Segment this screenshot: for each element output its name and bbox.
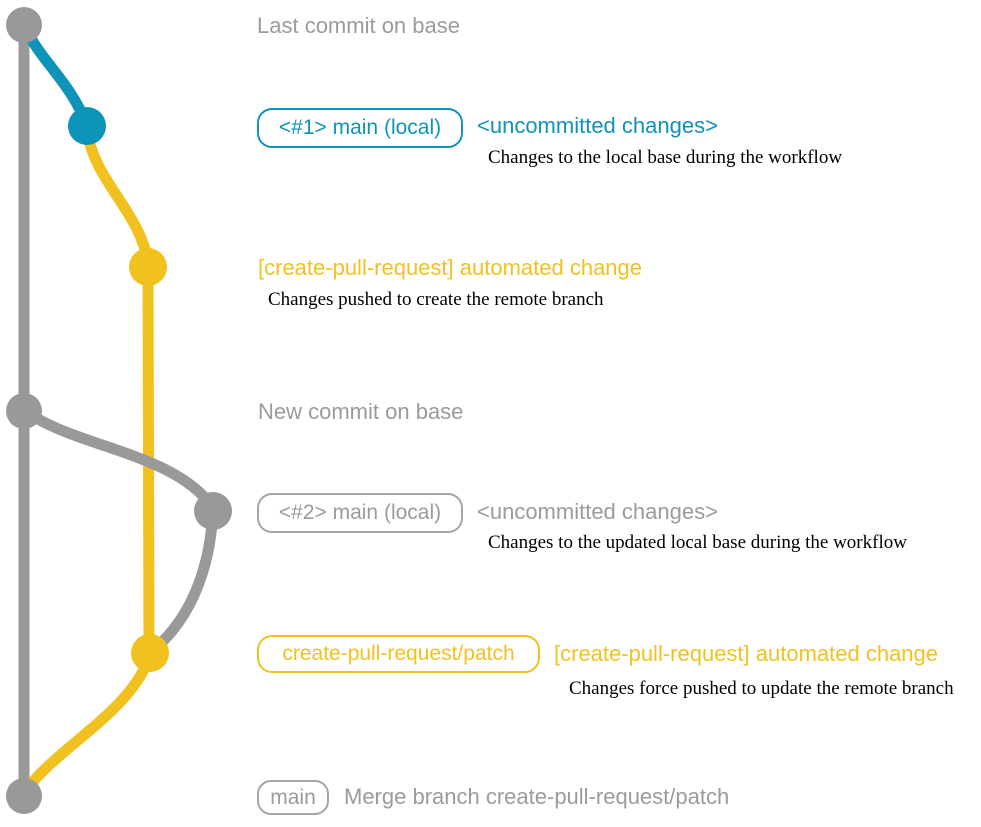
label-uncommitted-changes-2: <uncommitted changes> — [477, 499, 718, 524]
desc-local-base-changes-2: Changes to the updated local base during… — [488, 532, 907, 553]
label-last-commit-on-base: Last commit on base — [257, 13, 460, 38]
commit-node-merge — [6, 778, 42, 814]
edge-local-main-1 — [19, 21, 92, 129]
git-graph — [6, 7, 232, 814]
label-uncommitted-changes-1: <uncommitted changes> — [477, 113, 718, 138]
commit-node-local-main-1 — [68, 107, 106, 145]
branch-tag-main-local-2: <#2> main (local) — [257, 493, 463, 533]
branch-tag-main: main — [257, 780, 329, 815]
commit-node-new-base — [6, 393, 42, 429]
branch-tag-main-local-1: <#1> main (local) — [257, 108, 463, 148]
branch-tag-main-local-1-text: <#1> main (local) — [278, 116, 442, 139]
desc-automated-change-1: Changes pushed to create the remote bran… — [268, 289, 604, 310]
desc-automated-change-2: Changes force pushed to update the remot… — [569, 678, 954, 699]
desc-local-base-changes-1: Changes to the local base during the wor… — [488, 147, 843, 168]
branch-tag-main-text: main — [270, 785, 316, 809]
label-merge-branch: Merge branch create-pull-request/patch — [344, 784, 730, 809]
commit-node-local-main-2 — [194, 492, 232, 530]
edge-base-to-local-2 — [18, 404, 219, 514]
commit-node-last-base — [6, 7, 42, 43]
branch-tag-main-local-2-text: <#2> main (local) — [278, 501, 442, 524]
commit-node-auto-change-2 — [131, 634, 169, 672]
label-automated-change-1: [create-pull-request] automated change — [258, 255, 643, 280]
label-automated-change-2: [create-pull-request] automated change — [554, 641, 939, 666]
edge-patch-branch-start — [81, 122, 154, 269]
label-new-commit-on-base: New commit on base — [258, 399, 464, 424]
branch-tag-create-pull-request-patch: create-pull-request/patch — [257, 635, 540, 673]
edge-local-2-to-patch — [146, 505, 219, 657]
commit-node-auto-change-1 — [129, 248, 167, 286]
edge-patch-to-merge — [19, 649, 156, 798]
branch-tag-create-pull-request-patch-text: create-pull-request/patch — [282, 642, 515, 665]
